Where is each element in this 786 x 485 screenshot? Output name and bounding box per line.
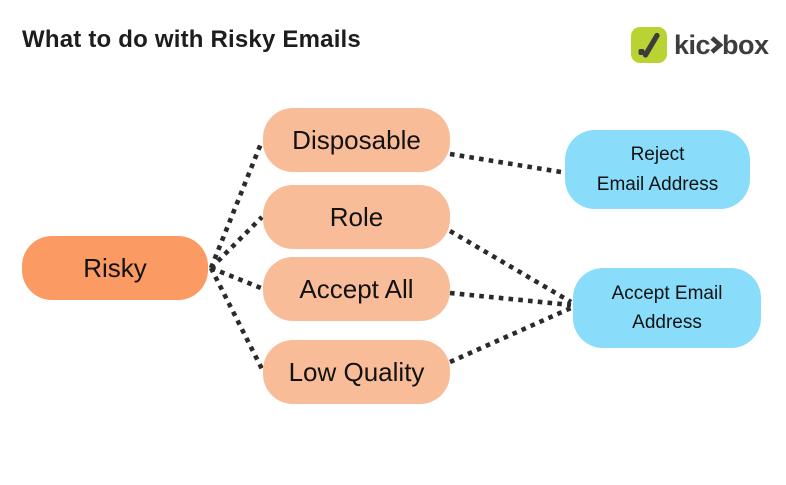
kickbox-wordmark: kic box [674, 29, 769, 60]
edge-low-quality-accept [449, 305, 572, 365]
node-accept-label-line2: Address [632, 312, 702, 333]
node-accept-label-line1: Accept Email [611, 282, 723, 304]
page-title: What to do with Risky Emails [22, 26, 361, 53]
edge-risky-disposable [208, 140, 265, 269]
edge-risky-role [209, 215, 264, 270]
wordmark-post: box [722, 29, 769, 60]
edge-risky-low-quality [208, 266, 265, 371]
chevron-right-icon [709, 34, 724, 56]
kickbox-logo-mark-icon [631, 27, 667, 63]
edge-accept-all-accept [449, 290, 572, 308]
node-reject-label-line2: Email Address [596, 173, 719, 195]
node-role-label: Role [329, 201, 384, 232]
node-accept-all: Accept All [263, 257, 450, 321]
wordmark-pre: kic [674, 29, 711, 60]
node-reject-email-address: Reject Email Address [565, 130, 750, 209]
node-low-quality: Low Quality [263, 340, 450, 404]
node-role: Role [263, 185, 450, 249]
node-reject-label-line1: Reject [630, 144, 685, 166]
kickbox-logo: kic box [631, 27, 769, 63]
edge-role-accept [448, 229, 573, 304]
node-disposable-label: Disposable [292, 124, 421, 155]
node-accept-email-address: Accept Email Address [573, 268, 761, 348]
node-risky: Risky [22, 236, 208, 300]
edge-disposable-reject [449, 151, 562, 175]
node-risky-label: Risky [83, 252, 147, 283]
node-low-quality-label: Low Quality [288, 356, 425, 387]
node-disposable: Disposable [263, 108, 450, 172]
node-accept-all-label: Accept All [299, 273, 414, 304]
